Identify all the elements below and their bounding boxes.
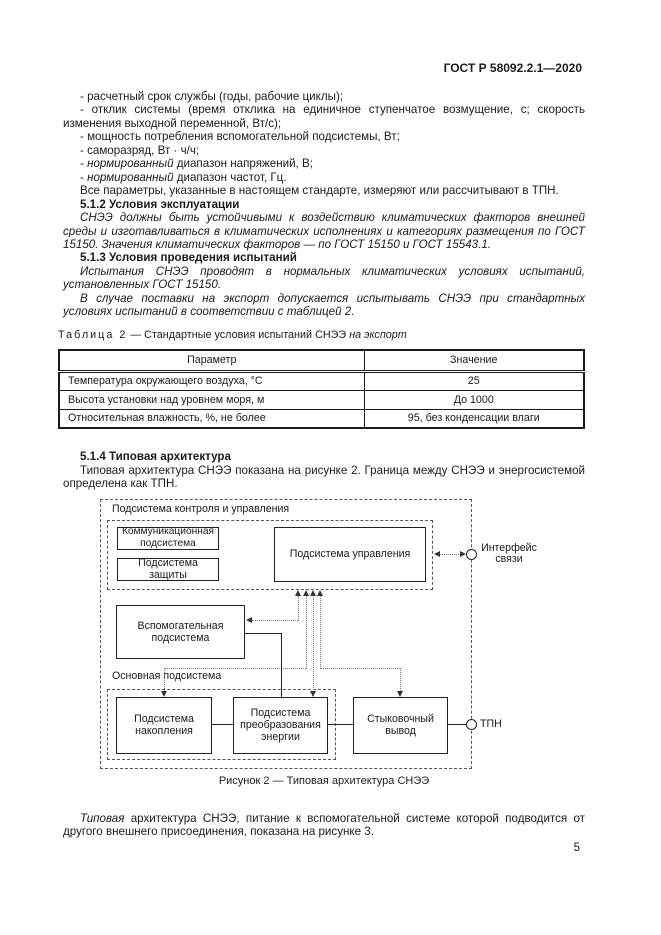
- communication-subsystem-box: Коммуникационная подсистема: [117, 526, 219, 550]
- closing-paragraph: Типовая архитектура СНЭЭ, питание к вспо…: [63, 811, 585, 839]
- storage-subsystem-label: Подсистема накопления: [134, 713, 194, 738]
- signal-line-aux: [252, 620, 298, 622]
- control-subsystem-box: Подсистема управления: [274, 526, 426, 582]
- docking-output-box: Стыковочный вывод: [353, 696, 448, 754]
- tpn-label: ТПН: [480, 717, 502, 730]
- control-group-box: [107, 519, 433, 590]
- cell-value: До 1000: [363, 390, 585, 410]
- table-row: Высота установки над уровнем моря, м До …: [58, 390, 585, 410]
- document-body: - расчетный срок службы (годы, рабочие ц…: [58, 90, 585, 839]
- table-caption-dash: —: [130, 328, 142, 341]
- auxiliary-subsystem-label: Вспомогательная подсистема: [137, 619, 224, 644]
- paragraph-5-1-2: СНЭЭ должны быть устойчивыми к воздейств…: [63, 211, 585, 251]
- bullet-item: - саморазряд, Вт · ч/ч;: [80, 143, 200, 157]
- bus-storage-conversion: [212, 723, 233, 725]
- aux-power-line-h: [245, 632, 282, 634]
- section-heading-5-1-4: 5.1.4 Типовая архитектура: [80, 450, 231, 464]
- document-code: ГОСТ Р 58092.2.1—2020: [443, 61, 582, 75]
- comm-link-line: [440, 554, 461, 556]
- comm-link-arrow-right: [460, 551, 466, 558]
- signal-line-3: [313, 594, 314, 692]
- cell-value: 25: [363, 370, 585, 392]
- control-subsystem-label: Подсистема управления: [289, 548, 411, 561]
- cell-value: 95, без конденсации влаги: [363, 408, 585, 429]
- signal-line-2: [306, 594, 307, 669]
- paragraph-all-params: Все параметры, указанные в настоящем ста…: [80, 184, 559, 198]
- signal-line-dock-v: [400, 668, 401, 692]
- table-header-row: Параметр Значение: [58, 349, 585, 373]
- signal-arrow-up-1: [294, 589, 301, 596]
- signal-line-storage-v: [164, 668, 165, 692]
- cell-param: Относительная влажность, %, не более: [58, 408, 365, 429]
- section-heading-5-1-3: 5.1.3 Условия проведения испытаний: [80, 251, 297, 265]
- paragraph-5-1-3a: Испытания СНЭЭ проводят в нормальных кли…: [63, 264, 585, 292]
- figure-caption: Рисунок 2 — Типовая архитектура СНЭЭ: [218, 774, 430, 787]
- signal-line-1: [298, 594, 299, 621]
- page-number: 5: [573, 842, 580, 854]
- comm-interface-node: [466, 548, 477, 560]
- signal-line-4: [320, 594, 321, 669]
- signal-arrow-dock: [396, 690, 403, 697]
- section-heading-5-1-2: 5.1.2 Условия эксплуатации: [80, 197, 240, 211]
- bus-dock-tpn: [448, 723, 467, 725]
- table-row: Температура окружающего воздуха, °С 25: [58, 370, 585, 392]
- communication-subsystem-label: Коммуникационная подсистема: [121, 526, 215, 550]
- protection-subsystem-box: Подсистема защиты: [117, 557, 219, 582]
- cell-param: Высота установки над уровнем моря, м: [58, 390, 365, 410]
- storage-subsystem-box: Подсистема накопления: [116, 696, 212, 754]
- table-row: Относительная влажность, %, не более 95,…: [58, 408, 585, 429]
- signal-line-dock-h: [320, 668, 400, 670]
- signal-arrow-up-3: [309, 589, 316, 596]
- comm-interface-label: Интерфейс связи: [481, 541, 537, 565]
- paragraph-5-1-4: Типовая архитектура СНЭЭ показана на рис…: [63, 463, 585, 491]
- table-caption: Таблица 2 — Стандартные условия испытани…: [58, 329, 585, 342]
- bullet-item: - отклик системы (время отклика на едини…: [63, 103, 585, 130]
- architecture-diagram: Подсистема контроля и управления Коммуни…: [63, 494, 585, 769]
- paragraph-5-1-3b: В случае поставки на экспорт допускается…: [63, 291, 585, 319]
- comm-link-arrow-left: [434, 551, 440, 558]
- table-caption-label: Таблица 2: [58, 328, 128, 341]
- tpn-node: [466, 718, 477, 730]
- auxiliary-subsystem-box: Вспомогательная подсистема: [116, 604, 245, 659]
- table-caption-italic: на экспорт: [349, 328, 407, 341]
- signal-arrow-aux: [246, 617, 252, 624]
- signal-arrow-storage: [160, 690, 167, 697]
- bullet-item: - расчетный срок службы (годы, рабочие ц…: [80, 90, 344, 103]
- signal-arrow-up-2: [302, 589, 309, 596]
- bullet-item: - мощность потребления вспомогательной п…: [80, 130, 400, 144]
- bullet-item: - нормированный диапазон частот, Гц.: [80, 170, 287, 184]
- signal-line-storage-h: [164, 668, 306, 670]
- conversion-subsystem-label: Подсистема преобразования энергии: [240, 707, 321, 744]
- column-header-value: Значение: [363, 349, 585, 373]
- bullet-item: - нормированный диапазон напряжений, В;: [80, 157, 313, 171]
- signal-arrow-conversion: [309, 690, 316, 697]
- control-group-label: Подсистема контроля и управления: [112, 502, 290, 515]
- cell-param: Температура окружающего воздуха, °С: [58, 370, 365, 392]
- signal-arrow-up-4: [316, 589, 323, 596]
- column-header-param: Параметр: [58, 349, 365, 373]
- snee-system-boundary: [100, 498, 472, 769]
- docking-output-label: Стыковочный вывод: [367, 713, 434, 738]
- protection-subsystem-label: Подсистема защиты: [138, 557, 198, 582]
- aux-power-line-v: [281, 632, 282, 697]
- conversion-subsystem-box: Подсистема преобразования энергии: [233, 696, 328, 754]
- test-conditions-table: Параметр Значение Температура окружающег…: [58, 349, 585, 430]
- main-group-label: Основная подсистема: [112, 669, 222, 682]
- bus-conversion-dock: [328, 723, 353, 725]
- table-caption-text: Стандартные условия испытаний СНЭЭ: [144, 328, 347, 341]
